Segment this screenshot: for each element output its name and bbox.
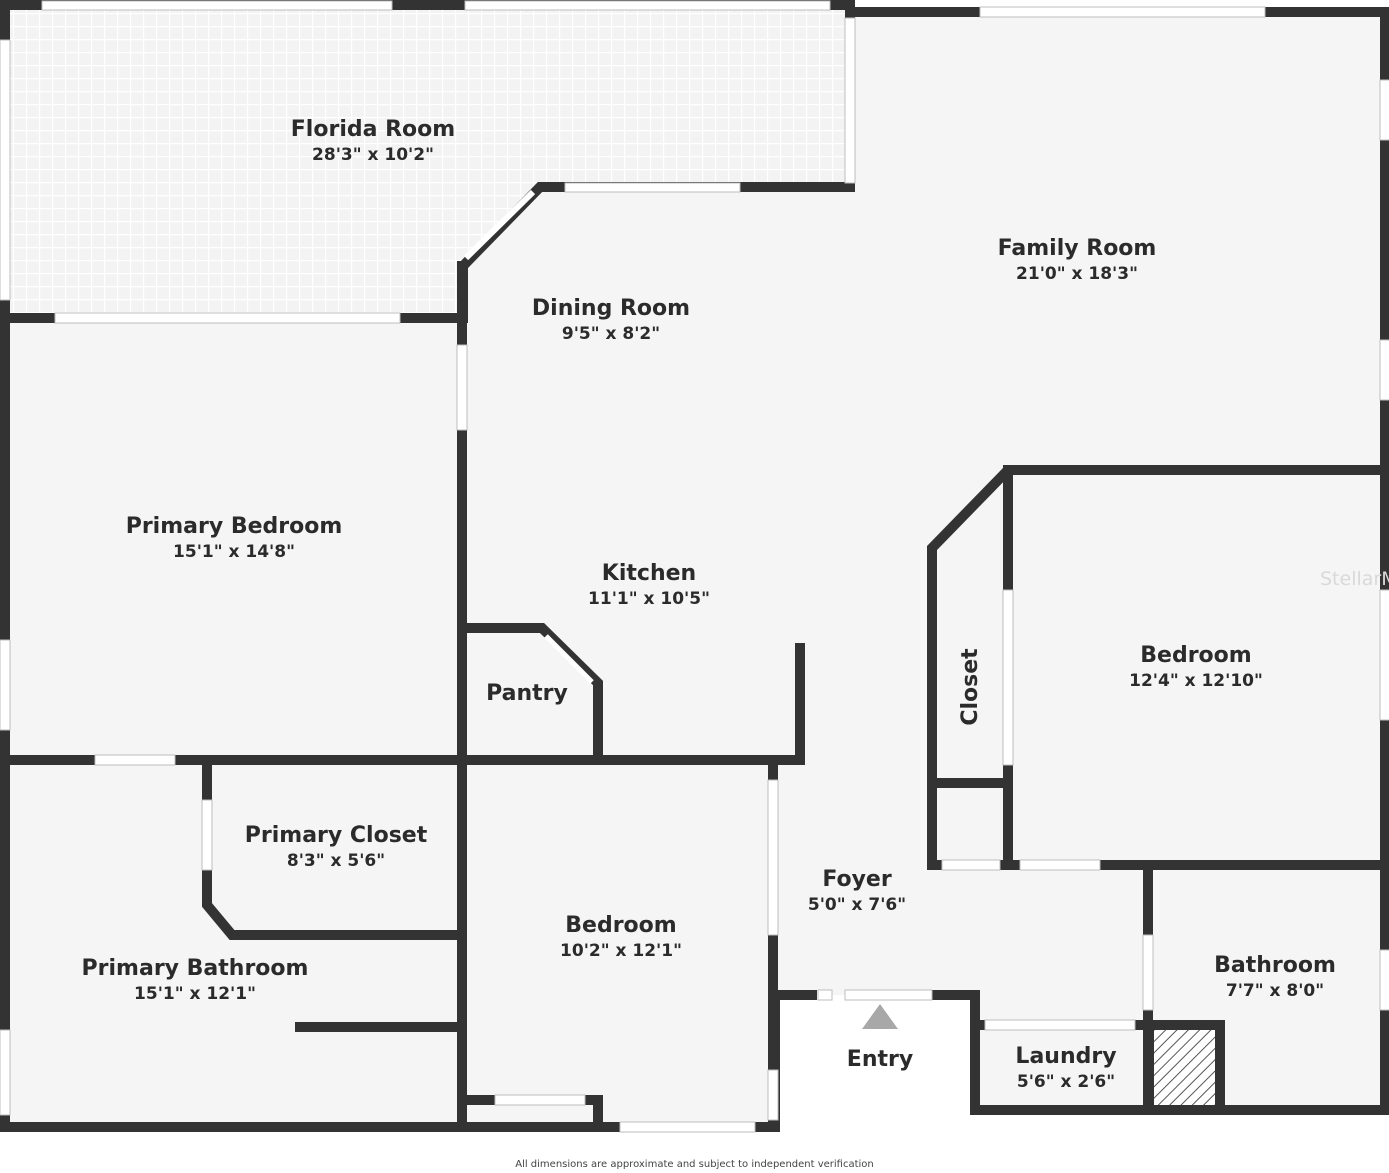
window [544, 634, 594, 684]
front-door-opening [844, 989, 933, 1001]
entry-name: Entry [847, 1047, 913, 1072]
kitchen-dims: 11'1" x 10'5" [588, 589, 710, 609]
dining-room-dims: 9'5" x 8'2" [562, 324, 660, 344]
dining-room-name: Dining Room [532, 296, 690, 321]
family-room-dims: 21'0" x 18'3" [1016, 264, 1138, 284]
pantry-wall [457, 623, 603, 765]
primary-bathroom-name: Primary Bathroom [82, 956, 309, 981]
bathroom-name: Bathroom [1214, 953, 1336, 978]
window [456, 344, 468, 431]
window [984, 1019, 1136, 1031]
window [94, 754, 176, 766]
window [1019, 859, 1101, 871]
window [201, 799, 213, 871]
east-bedroom-dims: 12'4" x 12'10" [1129, 671, 1263, 691]
kitchen-name: Kitchen [602, 561, 696, 586]
window [619, 1121, 756, 1133]
window [941, 859, 1001, 871]
window [1379, 949, 1389, 1011]
closet-name: Closet [958, 648, 983, 726]
door-hinge [817, 989, 833, 1001]
primary-bedroom-south-wall [0, 643, 805, 765]
laundry-name: Laundry [1015, 1044, 1116, 1069]
window [464, 0, 831, 11]
watermark: StellarMLS [1320, 568, 1389, 590]
window [0, 39, 11, 301]
water-heater-hatch [1153, 1028, 1216, 1106]
window [767, 779, 779, 936]
laundry-dims: 5'6" x 2'6" [1017, 1072, 1115, 1092]
window [0, 639, 11, 731]
entry-arrow-icon [862, 1004, 898, 1029]
primary-bedroom-dims: 15'1" x 14'8" [173, 542, 295, 562]
east-bedroom-name: Bedroom [1140, 643, 1251, 668]
foyer-dims: 5'0" x 7'6" [808, 895, 906, 915]
window [463, 189, 536, 261]
exterior-wall-east [930, 7, 1389, 1115]
primary-closet-name: Primary Closet [245, 823, 428, 848]
south-bedroom-name: Bedroom [565, 913, 676, 938]
florida-room-floor [8, 10, 848, 313]
room-labels: Florida Room 28'3" x 10'2" Family Room 2… [82, 117, 1336, 1092]
window [844, 17, 856, 184]
foyer-name: Foyer [822, 867, 892, 892]
pantry-name: Pantry [486, 681, 568, 706]
window [1379, 339, 1389, 401]
window [1002, 589, 1014, 766]
window [41, 0, 393, 11]
floor-fills [5, 8, 1385, 1130]
window [979, 6, 1266, 18]
florida-room-name: Florida Room [291, 117, 455, 142]
family-room-name: Family Room [998, 236, 1157, 261]
disclaimer-footnote: All dimensions are approximate and subje… [515, 1159, 874, 1170]
window [1379, 79, 1389, 141]
main-floor [5, 8, 1385, 1127]
primary-bedroom-name: Primary Bedroom [126, 514, 343, 539]
window [494, 1094, 586, 1106]
window [767, 1069, 779, 1121]
south-bedroom-dims: 10'2" x 12'1" [560, 941, 682, 961]
window [1379, 589, 1389, 721]
primary-closet-dims: 8'3" x 5'6" [287, 851, 385, 871]
florida-room-dims: 28'3" x 10'2" [312, 145, 434, 165]
window [54, 312, 401, 324]
window [0, 1029, 11, 1116]
windows [0, 0, 1389, 1133]
window [1142, 934, 1154, 1011]
primary-bathroom-dims: 15'1" x 12'1" [134, 984, 256, 1004]
east-bedroom-north-wall [927, 465, 1389, 870]
window [564, 182, 741, 193]
bathroom-dims: 7'7" x 8'0" [1226, 981, 1324, 1001]
